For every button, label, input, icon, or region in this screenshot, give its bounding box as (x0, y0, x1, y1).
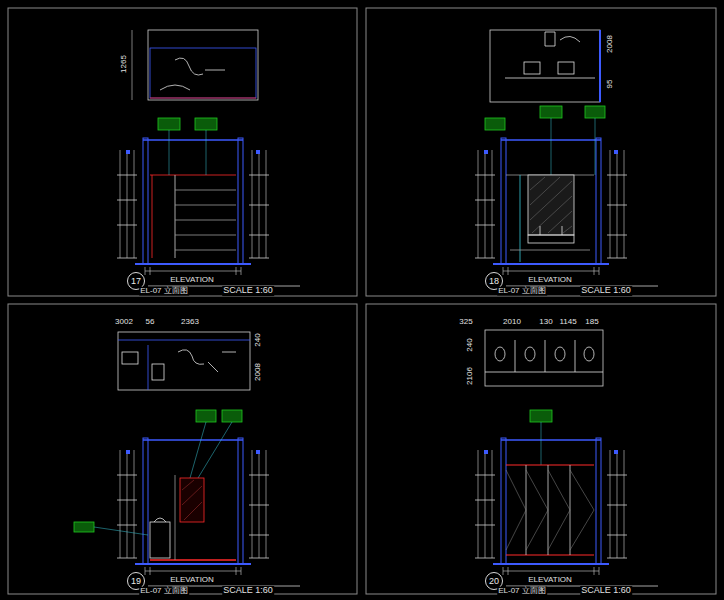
drawing-number: 19 (131, 577, 141, 586)
dimension-text: 2363 (180, 318, 200, 327)
dimension-text: 240 (466, 337, 475, 352)
title-text: ELEVATION (527, 576, 573, 585)
dimension-text: 2010 (502, 318, 522, 327)
drawing-number: 20 (489, 577, 499, 586)
title-text: EL-07 立面图 (497, 287, 547, 296)
title-text: EL-07 立面图 (497, 587, 547, 596)
title-text: EL-07 立面图 (139, 287, 189, 296)
title-text: ELEVATION (527, 276, 573, 285)
dimension-text: 240 (254, 332, 263, 347)
dimension-text: 2106 (466, 366, 475, 386)
dimension-text: 185 (584, 318, 599, 327)
drawing-number: 17 (131, 277, 141, 286)
title-text: ELEVATION (169, 276, 215, 285)
dimension-text: 2008 (606, 34, 615, 54)
drawing-number: 18 (489, 277, 499, 286)
title-text: SCALE 1:60 (580, 586, 632, 596)
dimension-text: 130 (538, 318, 553, 327)
dimension-text: 1145 (558, 318, 577, 327)
dimension-text: 2008 (254, 362, 263, 382)
dimension-text: 3002 (114, 318, 134, 327)
title-text: SCALE 1:60 (580, 286, 632, 296)
title-text: ELEVATION (169, 576, 215, 585)
dimension-text: 56 (145, 318, 156, 327)
title-text: SCALE 1:60 (222, 586, 274, 596)
title-text: EL-07 立面图 (139, 587, 189, 596)
dimension-text: 95 (606, 79, 615, 90)
dimension-text: 325 (458, 318, 473, 327)
title-text: SCALE 1:60 (222, 286, 274, 296)
dimension-text: 1265 (120, 54, 129, 74)
